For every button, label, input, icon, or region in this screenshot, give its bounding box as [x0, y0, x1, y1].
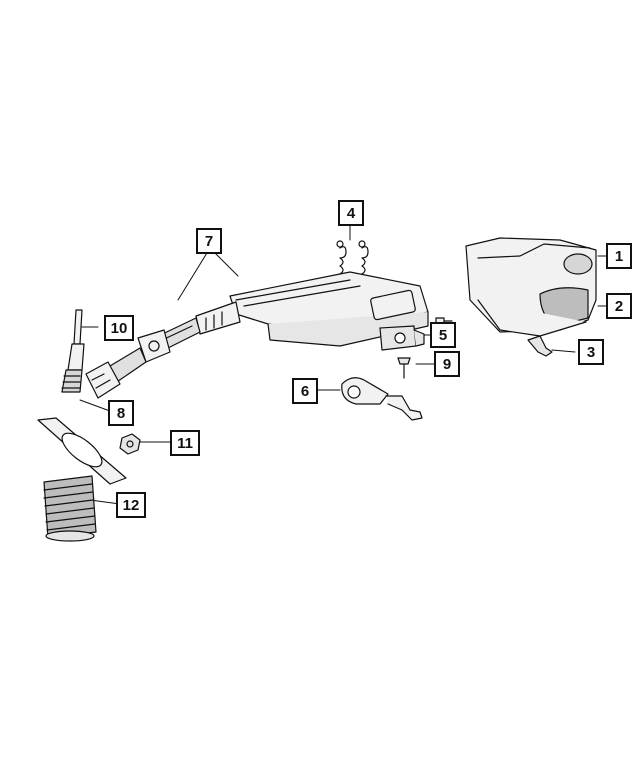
steering-column-part-7: [85, 271, 453, 399]
callout-2: 2: [606, 293, 632, 319]
callout-1: 1: [606, 243, 632, 269]
bracket-part-5: [379, 325, 425, 351]
boot-part-12: [37, 417, 127, 542]
callout-10: 10: [104, 315, 134, 341]
clip-part-3: [527, 335, 553, 357]
lever-part-6: [341, 377, 423, 421]
screw-part-9: [397, 357, 411, 379]
callout-3: 3: [578, 339, 604, 365]
callout-4: 4: [338, 200, 364, 226]
callout-7: 7: [196, 228, 222, 254]
callout-11: 11: [170, 430, 200, 456]
callout-6: 6: [292, 378, 318, 404]
shroud-part-1-2: [465, 237, 597, 337]
nut-part-11: [119, 433, 141, 455]
callout-12: 12: [116, 492, 146, 518]
callout-9: 9: [434, 351, 460, 377]
shaft-part-10: [61, 309, 85, 393]
callout-8: 8: [108, 400, 134, 426]
callout-5: 5: [430, 322, 456, 348]
